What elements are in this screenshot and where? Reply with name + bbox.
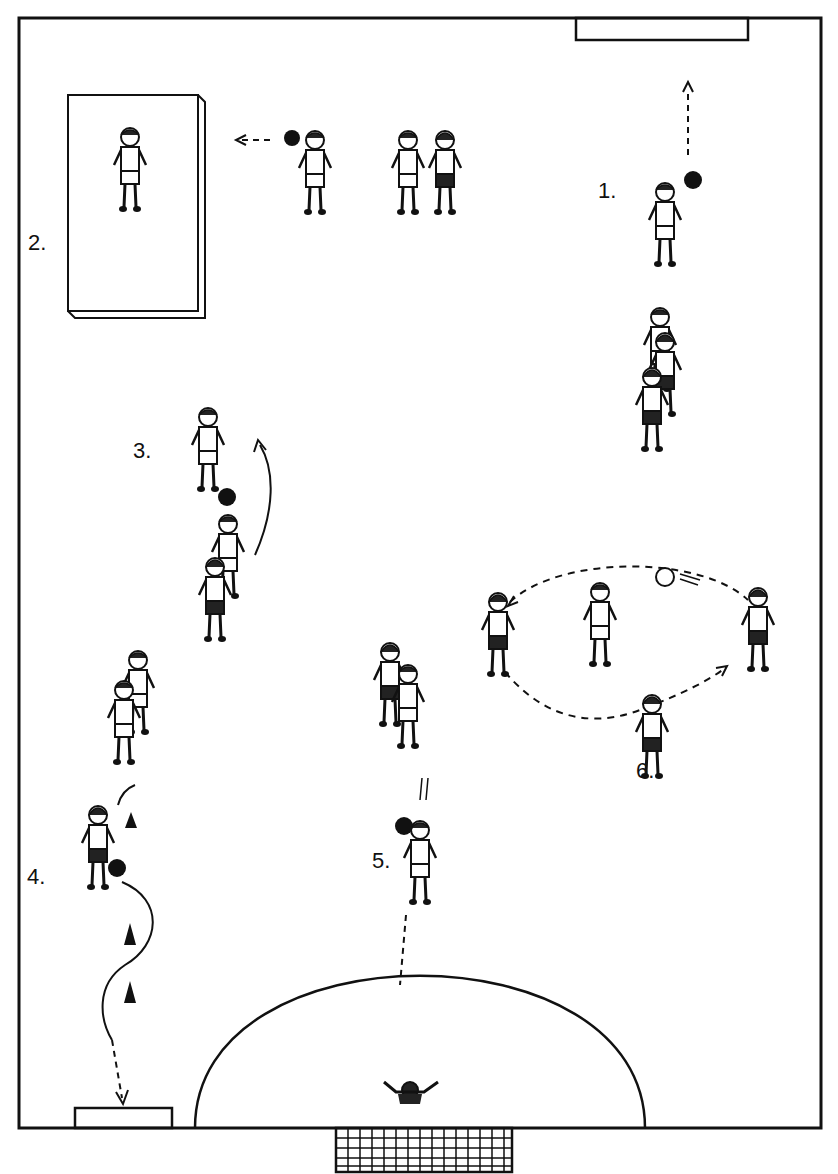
pass-line	[510, 566, 748, 602]
callout-number: 5.	[372, 850, 390, 872]
arrowhead	[508, 596, 518, 606]
cone	[124, 923, 136, 945]
arrow	[255, 445, 271, 555]
ball	[218, 488, 236, 506]
ball	[656, 568, 674, 586]
arrowhead	[716, 666, 727, 676]
arrowhead	[236, 135, 246, 145]
shot-line	[400, 915, 406, 985]
callout-number: 6.	[636, 760, 654, 782]
callout-number: 2.	[28, 232, 46, 254]
child	[392, 131, 424, 215]
arrowhead	[116, 1090, 128, 1104]
arrow	[112, 1040, 122, 1098]
goal-net	[336, 1128, 512, 1172]
mat	[68, 95, 205, 318]
child	[392, 665, 424, 749]
motion-lines	[680, 574, 700, 585]
court-outline	[19, 18, 821, 1128]
arrow	[240, 139, 270, 141]
child	[299, 131, 331, 215]
path-line	[103, 882, 153, 1040]
arrowhead	[683, 82, 693, 92]
child	[114, 128, 146, 212]
small-goal	[75, 1108, 172, 1128]
child	[82, 806, 114, 890]
child	[482, 593, 514, 677]
callout-number: 1.	[598, 180, 616, 202]
callout-number: 3.	[133, 440, 151, 462]
goal-area-line	[195, 976, 645, 1128]
path-line	[118, 785, 135, 805]
child	[742, 588, 774, 672]
child	[649, 183, 681, 267]
cone	[124, 981, 136, 1003]
arrowhead	[254, 440, 266, 452]
child	[108, 681, 140, 765]
motion-lines	[420, 778, 428, 800]
child	[429, 131, 461, 215]
child	[636, 368, 668, 452]
pass-line	[505, 668, 725, 719]
child	[584, 583, 616, 667]
ball	[284, 130, 300, 146]
small-goal	[576, 18, 748, 40]
ball	[395, 817, 413, 835]
ball	[684, 171, 702, 189]
ball	[108, 859, 126, 877]
child	[199, 558, 231, 642]
child	[192, 408, 224, 492]
goalkeeper	[384, 1082, 438, 1104]
callout-number: 4.	[27, 866, 45, 888]
cone	[125, 812, 137, 828]
arrow	[687, 92, 689, 155]
